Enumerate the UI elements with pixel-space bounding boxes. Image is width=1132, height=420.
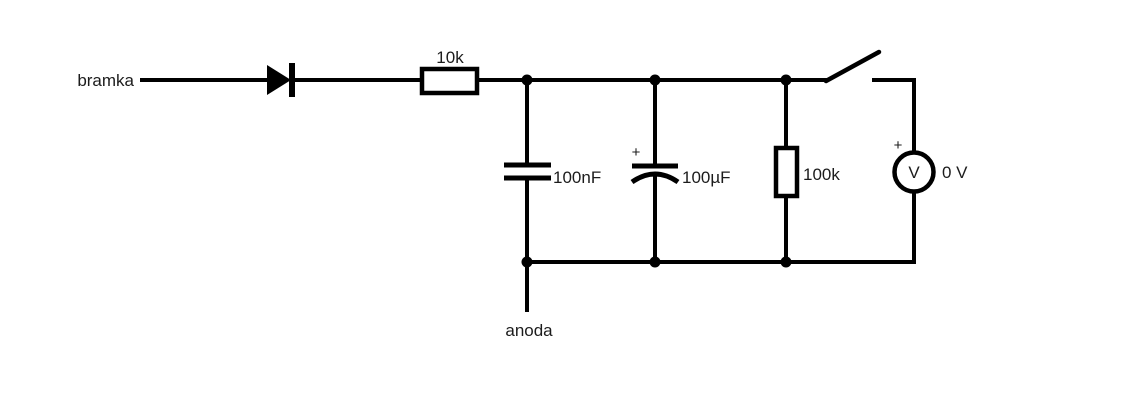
gate-label: bramka bbox=[77, 71, 134, 90]
series-resistor: 10k bbox=[419, 48, 480, 96]
electrolytic-capacitor: + 100µF bbox=[630, 144, 731, 187]
voltmeter-symbol: V bbox=[908, 163, 920, 182]
junction-dot bbox=[649, 74, 661, 86]
electrolytic-capacitor-negative-plate bbox=[630, 171, 680, 185]
film-capacitor: 100nF bbox=[504, 162, 601, 187]
bottom-rail-wire bbox=[527, 191, 916, 264]
electrolytic-capacitor-value: 100µF bbox=[682, 168, 731, 187]
junction-dot bbox=[521, 256, 533, 268]
voltmeter-body bbox=[892, 150, 936, 194]
junction-dot bbox=[521, 74, 533, 86]
switch[interactable] bbox=[823, 49, 916, 84]
load-resistor: 100k bbox=[773, 145, 840, 199]
switch-lever[interactable] bbox=[823, 49, 882, 84]
load-resistor-body bbox=[773, 145, 800, 199]
junction-dots bbox=[521, 74, 792, 268]
load-resistor-value: 100k bbox=[803, 165, 840, 184]
voltmeter: + V 0 V bbox=[892, 137, 968, 194]
diode-triangle bbox=[267, 65, 291, 95]
series-resistor-value: 10k bbox=[436, 48, 464, 67]
junction-dot bbox=[780, 74, 792, 86]
film-capacitor-value: 100nF bbox=[553, 168, 601, 187]
junction-dot bbox=[649, 256, 661, 268]
voltmeter-plus-mark: + bbox=[894, 137, 903, 154]
voltmeter-reading: 0 V bbox=[942, 163, 968, 182]
anode-label: anoda bbox=[505, 321, 553, 340]
series-resistor-body bbox=[419, 66, 480, 96]
diode bbox=[267, 63, 295, 97]
electrolytic-capacitor-plus-mark: + bbox=[632, 144, 641, 161]
junction-dot bbox=[780, 256, 792, 268]
